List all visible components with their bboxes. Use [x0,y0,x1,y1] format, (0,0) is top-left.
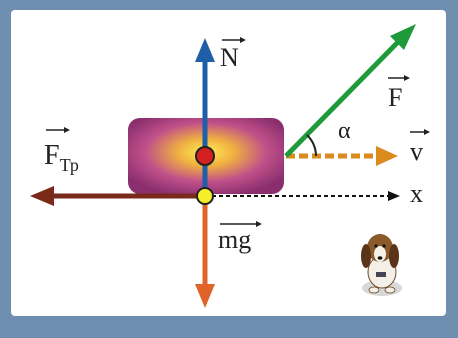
force-arrowhead [390,24,416,50]
normal-label: N [220,43,239,72]
friction-vector-bar-head [64,127,70,133]
friction-arrowhead [30,186,54,206]
force-arrow-line [284,38,402,158]
weight-arrowhead [195,284,215,308]
velocity-vector-bar-head [424,129,430,135]
dog-illustration [361,234,402,296]
weight-vector-bar-head [256,221,262,227]
angle-label: α [338,118,351,144]
contact-point-dot [196,187,214,205]
center-of-mass-dot [195,146,215,166]
weight-label: mg [218,225,251,254]
velocity-arrowhead [376,146,398,166]
normal-arrowhead [195,38,215,62]
angle-arc [306,134,317,157]
x-axis-arrowhead [388,191,400,201]
friction-label-main: F [44,140,60,171]
friction-label-sub: Тр [60,155,79,175]
axis-label: x [410,179,423,208]
velocity-label: v [410,137,423,166]
force-vector-bar-head [404,75,410,81]
normal-vector-bar-head [240,37,246,43]
friction-label: FТр [44,140,79,175]
force-label: F [388,83,402,112]
